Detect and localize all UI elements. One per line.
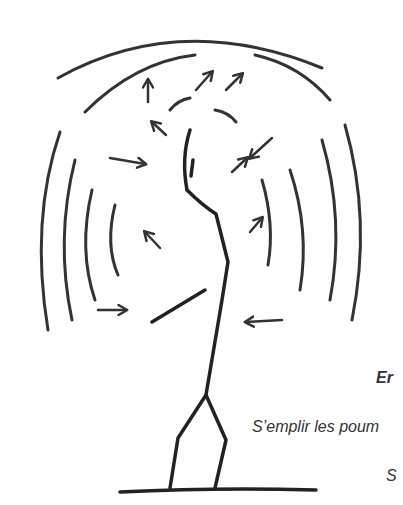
note-text: S	[386, 466, 397, 485]
note-text: Er	[376, 368, 393, 387]
energy-arcs	[41, 41, 360, 330]
flow-arrows	[98, 72, 282, 322]
note-text: S’emplir les poum	[252, 417, 379, 436]
stick-figure	[120, 130, 316, 492]
